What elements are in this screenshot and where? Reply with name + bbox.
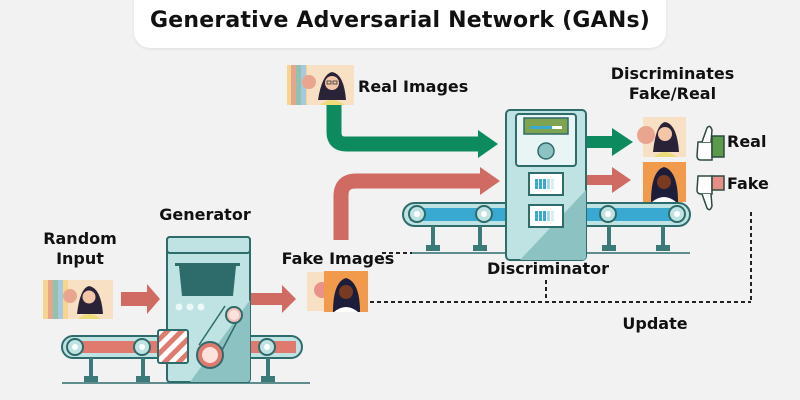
real-images-label: Real Images (358, 77, 469, 96)
output-real-image (637, 117, 686, 157)
discriminates-label-line1: Discriminates (610, 64, 735, 83)
update-feedback-path (370, 212, 752, 303)
output-fake-image (643, 162, 686, 202)
real-verdict-label: Real (727, 132, 767, 151)
arrow-generator-to-fake (250, 285, 296, 313)
arrow-fake-to-discriminator (333, 173, 482, 240)
random-input-thumbnail (43, 280, 113, 319)
arrow-discriminator-fake-out (586, 167, 631, 193)
generator-label: Generator (159, 205, 251, 224)
random-input-label-line1: Random (43, 229, 117, 248)
real-images-thumbnail (287, 65, 354, 105)
random-input-label-line2: Input (56, 249, 104, 268)
discriminates-label: Discriminates Fake/Real (605, 64, 740, 104)
update-label: Update (622, 314, 688, 333)
discriminator-machine (505, 109, 587, 261)
fake-images-label: Fake Images (281, 249, 395, 268)
arrow-input-to-generator (121, 284, 160, 314)
thumbs-up-icon (696, 125, 725, 161)
arrow-real-head (478, 130, 498, 158)
fake-verdict-label: Fake (727, 174, 769, 193)
discriminates-label-line2: Fake/Real (628, 84, 717, 103)
arrow-real-to-discriminator (326, 105, 480, 152)
discriminator-label: Discriminator (486, 259, 610, 278)
thumbs-down-icon (696, 175, 725, 211)
fake-images-thumbnail (307, 271, 368, 312)
random-input-label: Random Input (30, 229, 130, 269)
title-box (134, 0, 666, 48)
diagram-title: Generative Adversarial Network (GANs) (149, 8, 651, 33)
arrow-discriminator-real-out (586, 128, 633, 156)
arrow-fake-head (480, 167, 500, 195)
generator-machine (157, 236, 251, 383)
